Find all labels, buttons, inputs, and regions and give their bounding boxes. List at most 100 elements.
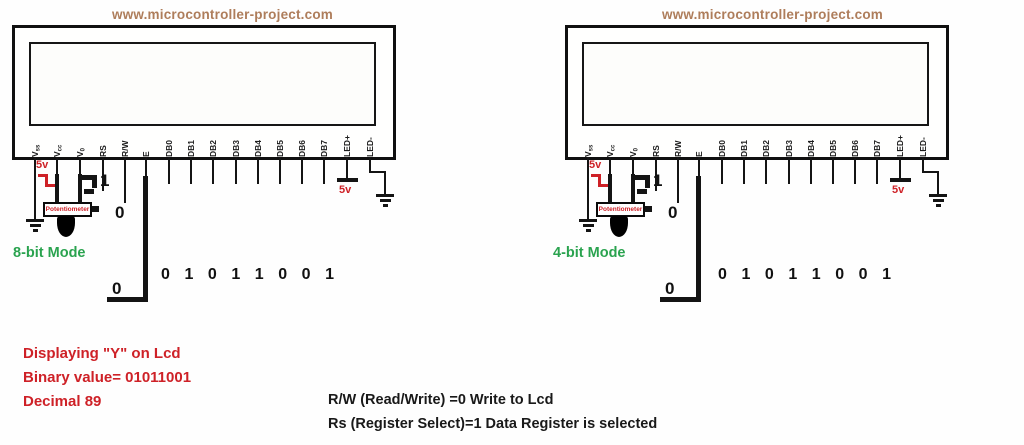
potentiometer-terminal — [645, 206, 652, 212]
annotation-displaying: Displaying "Y" on Lcd — [23, 345, 181, 362]
pin-wire-db0 — [168, 157, 170, 184]
pin-label-text: DB4 — [253, 139, 263, 157]
pin-label-vss: Vss — [582, 127, 595, 157]
pin-label-text: DB3 — [784, 139, 794, 157]
pin-wire-rs — [655, 157, 657, 191]
pin-label-subscript: 0 — [633, 147, 640, 152]
pin-label-subscript: cc — [610, 144, 617, 152]
pin-label-text: DB7 — [872, 139, 882, 157]
ground-bar — [32, 229, 38, 232]
pin-label-text: DB0 — [717, 139, 727, 157]
v0-thick-wire — [631, 174, 635, 204]
backlight-5v-bar — [337, 178, 358, 182]
pin-label-text: DB1 — [186, 139, 196, 157]
potentiometer-label: Potentiometer — [598, 206, 643, 213]
potentiometer-box: Potentiometer — [43, 202, 92, 217]
pin-wire-db1 — [190, 157, 192, 184]
pin-wire-vss — [34, 157, 36, 219]
pin-wire-db4 — [257, 157, 259, 184]
vcc-5v-symbol — [598, 174, 601, 187]
pin-label-text: R/W — [673, 140, 683, 157]
wiper-arrow-icon — [645, 177, 650, 188]
pin-label-text: LED+ — [895, 135, 905, 157]
mode-label: 8-bit Mode — [13, 245, 86, 261]
vcc-5v-label: 5v — [589, 159, 602, 171]
pin-wire-db2 — [765, 157, 767, 184]
vcc-5v-symbol — [38, 174, 48, 177]
site-header: www.microcontroller-project.com — [112, 7, 333, 22]
led-minus-wire — [922, 171, 939, 173]
wiper-arrow-icon — [84, 189, 94, 194]
led-minus-wire — [384, 171, 386, 194]
site-header: www.microcontroller-project.com — [662, 7, 883, 22]
pin-label-db6: DB6 — [849, 127, 861, 157]
pin-wire-rs — [102, 157, 104, 191]
wiper-arrow-icon — [92, 177, 97, 188]
pin-wire-db7 — [323, 157, 325, 184]
rs-value-label: 1 — [653, 171, 663, 190]
pin-label-text: LED- — [918, 137, 928, 157]
ground-bar — [29, 224, 41, 227]
data-bit-db4: 1 — [811, 266, 821, 283]
potentiometer-terminal — [92, 206, 99, 212]
potentiometer-box: Potentiometer — [596, 202, 645, 217]
pin-label-led-plus: LED+ — [894, 127, 906, 157]
pin-wire-db5 — [279, 157, 281, 184]
ground-bar — [379, 199, 391, 202]
pin-wire-db2 — [212, 157, 214, 184]
rs-value-label: 1 — [100, 171, 110, 190]
pin-wire-db3 — [235, 157, 237, 184]
pin-label-text: DB2 — [208, 139, 218, 157]
ground-icon-vss — [579, 219, 597, 232]
pin-wire-db5 — [832, 157, 834, 184]
pin-label-db1: DB1 — [738, 127, 750, 157]
pin-label-text: DB5 — [275, 139, 285, 157]
pin-wire-rw — [124, 157, 126, 203]
ground-bar — [26, 219, 44, 222]
ground-bar — [585, 229, 591, 232]
pin-label-db4: DB4 — [805, 127, 817, 157]
pin-wire-led-plus — [346, 157, 348, 179]
pin-label-rs: RS — [97, 127, 109, 157]
potentiometer-knob — [57, 216, 75, 237]
pin-wire-db6 — [854, 157, 856, 184]
pin-wire-v0 — [632, 157, 634, 176]
pin-label-led-minus: LED- — [364, 127, 376, 157]
ground-bar — [582, 224, 594, 227]
annotation-binary-value: Binary value= 01011001 — [23, 369, 192, 386]
annotation-rs-explain: Rs (Register Select)=1 Data Register is … — [328, 416, 658, 432]
vcc-5v-symbol — [591, 174, 601, 177]
pin-label-vcc: Vcc — [604, 127, 617, 157]
enable-wire — [660, 297, 701, 302]
enable-wire — [107, 297, 148, 302]
pin-label-text: LED+ — [342, 135, 352, 157]
lcd-screen — [29, 42, 376, 126]
pin-label-subscript: ss — [35, 144, 42, 152]
pin-label-v0: V0 — [627, 127, 640, 157]
pin-label-v0: V0 — [74, 127, 87, 157]
pin-wire-rw — [677, 157, 679, 203]
pin-wire-vcc — [609, 157, 611, 176]
ground-bar — [382, 204, 388, 207]
data-bit-db2: 0 — [764, 266, 774, 283]
pin-wire-vss — [587, 157, 589, 219]
ground-bar — [376, 194, 394, 197]
pin-label-text: DB3 — [231, 139, 241, 157]
mode-label: 4-bit Mode — [553, 245, 626, 261]
pin-label-text: DB7 — [319, 139, 329, 157]
pin-label-db7: DB7 — [318, 127, 330, 157]
pin-label-rw: R/W — [119, 127, 131, 157]
pin-wire-vcc — [56, 157, 58, 176]
pin-label-text: DB2 — [761, 139, 771, 157]
pin-wire-db3 — [788, 157, 790, 184]
potentiometer-knob — [610, 216, 628, 237]
wiper-arrow-icon — [82, 175, 97, 180]
pin-label-text: R/W — [120, 140, 130, 157]
data-bit-db7: 1 — [882, 266, 891, 283]
pin-wire-db1 — [743, 157, 745, 184]
enable-wire — [696, 176, 701, 302]
vcc-5v-label: 5v — [36, 159, 49, 171]
